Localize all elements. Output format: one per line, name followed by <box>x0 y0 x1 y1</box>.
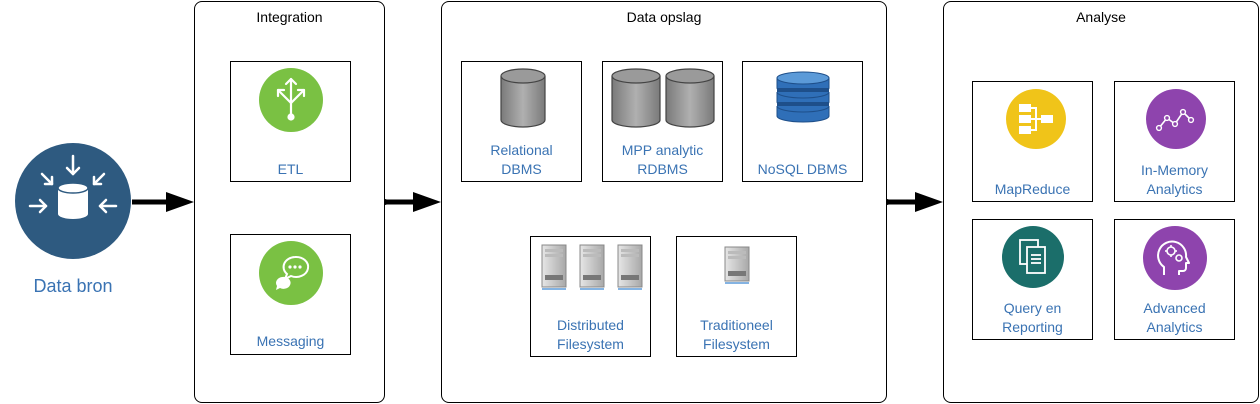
query-reporting-card[interactable]: Query en Reporting <box>972 219 1093 340</box>
analysis-panel: Analyse MapReduce <box>943 1 1259 403</box>
database-cylinder-icon <box>499 68 547 128</box>
etl-label: ETL <box>277 161 304 177</box>
arrow-source-to-integration <box>132 192 194 212</box>
mpp-rdbms-label: MPP analytic RDBMS <box>621 142 704 177</box>
advanced-analytics-card[interactable]: Advanced Analytics <box>1114 219 1235 340</box>
etl-icon <box>258 67 324 133</box>
in-memory-analytics-icon <box>1145 88 1207 150</box>
messaging-card[interactable]: Messaging <box>230 234 351 355</box>
arrow-storage-to-analysis <box>884 192 943 212</box>
advanced-analytics-icon <box>1142 225 1208 291</box>
double-database-icon <box>610 68 718 128</box>
relational-dbms-card[interactable]: Relational DBMS <box>461 61 582 182</box>
panel-title: Analyse <box>1076 9 1126 25</box>
mapreduce-label: MapReduce <box>994 181 1071 197</box>
server-cluster-icon <box>540 243 644 291</box>
distributed-filesystem-card[interactable]: Distributed Filesystem <box>530 236 651 357</box>
single-server-icon <box>721 245 753 285</box>
panel-title: Integration <box>256 9 323 25</box>
etl-card[interactable]: ETL <box>230 61 351 182</box>
panel-title: Data opslag <box>626 9 702 25</box>
mpp-rdbms-card[interactable]: MPP analytic RDBMS <box>602 61 723 182</box>
relational-dbms-label: Relational DBMS <box>490 142 553 177</box>
in-memory-analytics-label: In-Memory Analytics <box>1141 162 1208 197</box>
traditioneel-filesystem-card[interactable]: Traditioneel Filesystem <box>676 236 797 357</box>
database-inflow-icon <box>14 142 132 260</box>
integration-panel: Integration ETL <box>194 1 385 403</box>
distributed-filesystem-label: Distributed Filesystem <box>557 317 624 352</box>
in-memory-analytics-card[interactable]: In-Memory Analytics <box>1114 81 1235 202</box>
nosql-stack-icon <box>774 68 832 130</box>
source-label: Data bron <box>33 276 113 296</box>
query-reporting-label: Query en Reporting <box>1002 300 1063 335</box>
storage-panel: Data opslag Relational DBMS <box>441 1 887 403</box>
query-reporting-icon <box>1001 225 1065 289</box>
nosql-dbms-card[interactable]: NoSQL DBMS <box>742 61 863 182</box>
arrow-integration-to-storage <box>382 192 441 212</box>
traditioneel-filesystem-label: Traditioneel Filesystem <box>700 317 773 352</box>
messaging-icon <box>258 240 324 306</box>
advanced-analytics-label: Advanced Analytics <box>1143 300 1206 335</box>
nosql-dbms-label: NoSQL DBMS <box>757 161 848 177</box>
mapreduce-card[interactable]: MapReduce <box>972 81 1093 202</box>
messaging-label: Messaging <box>256 333 325 349</box>
mapreduce-icon <box>1005 88 1067 150</box>
